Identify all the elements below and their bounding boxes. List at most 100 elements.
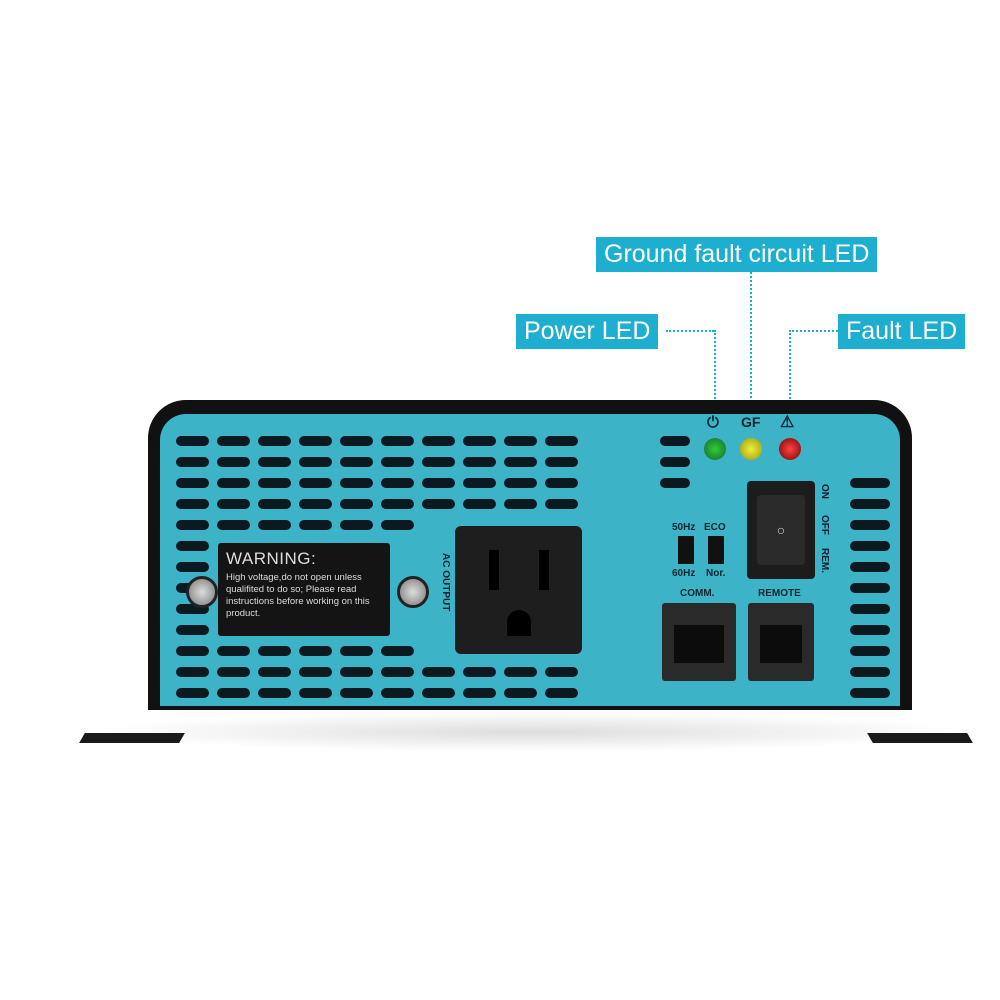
vent-slot <box>299 667 332 677</box>
power-icon: ⏻ <box>707 414 719 431</box>
gf-led <box>740 438 762 460</box>
vent-slot <box>217 478 250 488</box>
normal-label: Nor. <box>706 568 726 579</box>
callout-power-led: Power LED <box>516 314 659 349</box>
vent-slot <box>176 478 209 488</box>
vent-slot <box>381 667 414 677</box>
vent-slot <box>340 499 373 509</box>
vent-slot <box>381 646 414 656</box>
leader-line <box>789 330 838 332</box>
vent-slot <box>176 541 209 551</box>
vent-slot <box>463 457 496 467</box>
comm-label: COMM. <box>680 588 715 599</box>
frequency-switch[interactable] <box>678 536 694 564</box>
vent-slot <box>340 478 373 488</box>
vent-slot <box>381 688 414 698</box>
warning-title: WARNING: <box>226 549 317 568</box>
vent-slot <box>176 457 209 467</box>
mounting-foot-right <box>867 733 973 743</box>
callout-ground-fault-led: Ground fault circuit LED <box>596 237 878 272</box>
vent-slot <box>545 667 578 677</box>
vent-slot <box>422 436 455 446</box>
vent-slot <box>850 667 890 677</box>
vent-slot <box>176 625 209 635</box>
vent-slot <box>217 436 250 446</box>
vent-slot <box>850 583 890 593</box>
vent-slot <box>381 520 414 530</box>
vent-slot <box>176 688 209 698</box>
vent-slot <box>504 688 537 698</box>
vent-slot <box>660 436 690 446</box>
vent-slot <box>258 667 291 677</box>
vent-slot <box>299 499 332 509</box>
gf-label: GF <box>741 414 761 430</box>
vent-slot <box>299 646 332 656</box>
vent-slot <box>258 499 291 509</box>
comm-port[interactable] <box>662 603 736 681</box>
vent-slot <box>340 436 373 446</box>
vent-slot <box>299 457 332 467</box>
vent-slot <box>217 688 250 698</box>
vent-slot <box>545 499 578 509</box>
vent-slot <box>504 667 537 677</box>
vent-slot <box>217 499 250 509</box>
vent-slot <box>850 520 890 530</box>
rem-label: REM. <box>819 548 830 573</box>
vent-slot <box>422 457 455 467</box>
vent-slot <box>176 436 209 446</box>
vent-slot <box>504 457 537 467</box>
ac-output-label: AC OUTPUT <box>440 553 451 612</box>
off-label: OFF <box>819 515 830 535</box>
vent-slot <box>422 688 455 698</box>
vent-slot <box>176 499 209 509</box>
warning-label: WARNING: High voltage,do not open unless… <box>218 543 390 636</box>
vent-slot <box>545 457 578 467</box>
vent-slot <box>850 625 890 635</box>
ground-hole <box>507 610 531 636</box>
vent-slot <box>545 436 578 446</box>
vent-slot <box>850 541 890 551</box>
vent-slot <box>340 688 373 698</box>
vent-slot <box>176 667 209 677</box>
mode-switch[interactable] <box>708 536 724 564</box>
vent-slot <box>545 478 578 488</box>
vent-slot <box>850 499 890 509</box>
outlet-slot <box>489 550 499 590</box>
power-rocker-switch[interactable]: ○ <box>747 481 815 579</box>
leader-line <box>750 272 752 430</box>
vent-slot <box>660 457 690 467</box>
vent-slot <box>463 688 496 698</box>
vent-slot <box>463 499 496 509</box>
vent-slot <box>660 478 690 488</box>
leader-line <box>714 330 716 430</box>
outlet-slot <box>539 550 549 590</box>
vent-slot <box>340 520 373 530</box>
screw-icon <box>397 576 429 608</box>
remote-port[interactable] <box>748 603 814 681</box>
leader-line <box>666 330 714 332</box>
ac-outlet[interactable] <box>455 526 582 654</box>
vent-slot <box>217 646 250 656</box>
power-led <box>704 438 726 460</box>
vent-slot <box>504 499 537 509</box>
fault-led <box>779 438 801 460</box>
vent-slot <box>176 604 209 614</box>
warning-text: High voltage,do not open unless qualifit… <box>226 572 370 619</box>
remote-label: REMOTE <box>758 588 801 599</box>
vent-slot <box>217 520 250 530</box>
vent-slot <box>504 478 537 488</box>
vent-slot <box>299 478 332 488</box>
vent-slot <box>217 457 250 467</box>
vent-slot <box>217 667 250 677</box>
vent-slot <box>463 667 496 677</box>
screw-icon <box>186 576 218 608</box>
vent-slot <box>258 520 291 530</box>
freq-60hz-label: 60Hz <box>672 568 696 579</box>
eco-label: ECO <box>704 522 726 533</box>
vent-slot <box>422 478 455 488</box>
vent-slot <box>422 667 455 677</box>
vent-slot <box>422 499 455 509</box>
vent-slot <box>299 520 332 530</box>
vent-slot <box>299 688 332 698</box>
